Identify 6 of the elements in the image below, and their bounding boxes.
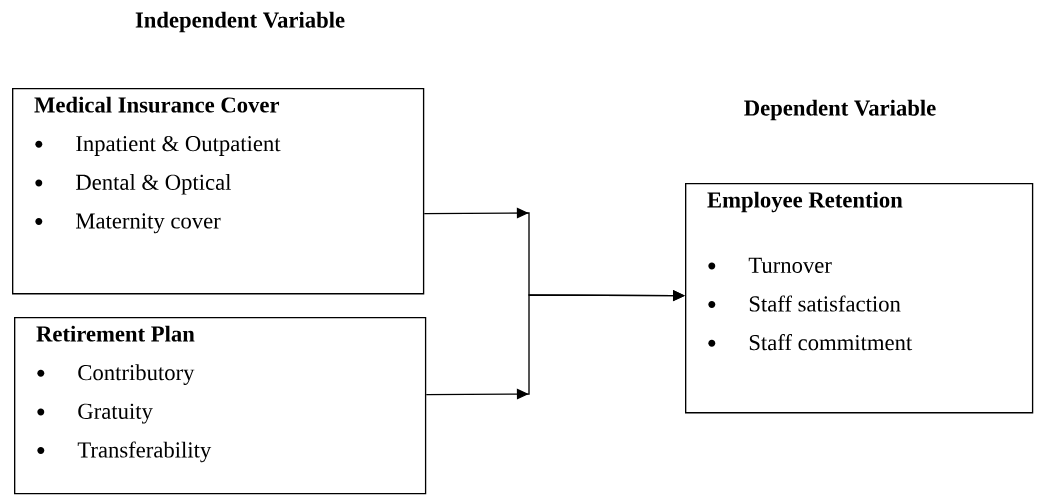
heading: Dependent Variable (744, 99, 936, 121)
variable-box: Retirement Plan Contributory Gratuity Transferability (14, 317, 427, 495)
variable-box: Medical Insurance Cover Inpatient & Outpatient Dental & Optical Maternity cover (12, 88, 425, 295)
arrow (425, 290, 685, 400)
heading: Independent Variable (135, 11, 345, 33)
variable-box: Employee Retention Turnover Staff satisfaction Staff commitment (685, 183, 1034, 414)
